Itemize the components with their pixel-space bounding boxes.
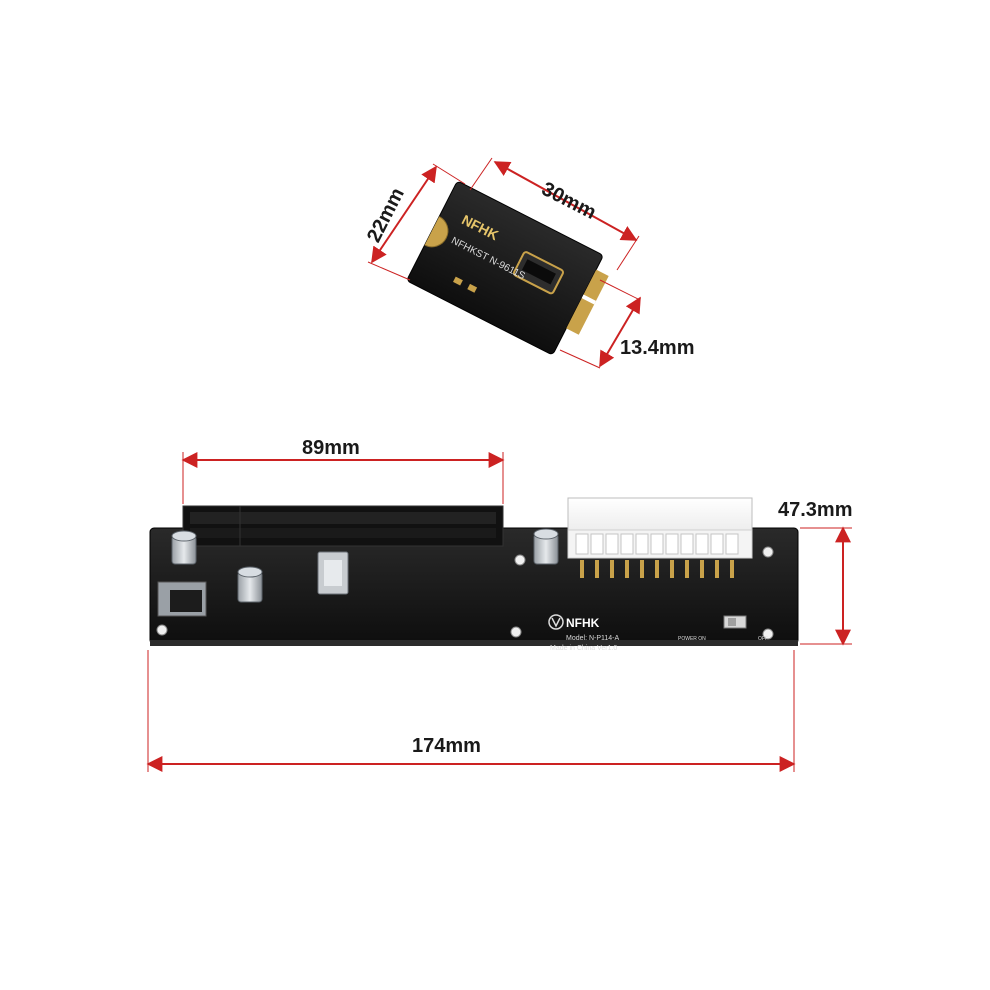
riser-board: NFHK Model: N-P114-A Made in China Ver1.… xyxy=(149,497,799,652)
dimension-label-174mm: 174mm xyxy=(412,735,481,757)
m2-gold-fingers xyxy=(566,269,609,335)
dimension-89mm xyxy=(181,452,505,504)
dimension-174mm xyxy=(146,650,796,772)
board-model-text: Model: N-P114-A xyxy=(566,635,620,642)
pcie-x16-slot xyxy=(182,505,504,547)
capacitor xyxy=(533,528,559,565)
nfhk-logo xyxy=(548,614,564,630)
dimension-13-4mm xyxy=(559,279,641,369)
usb-connector xyxy=(317,551,349,595)
dimension-22mm xyxy=(367,163,466,281)
dimension-label-47-3mm: 47.3mm xyxy=(778,499,853,521)
power-switch xyxy=(723,615,747,629)
dimension-47-3mm xyxy=(800,526,852,646)
switch-label-on: POWER ON xyxy=(678,636,706,642)
m2-port xyxy=(513,251,564,295)
voltage-regulator xyxy=(157,581,207,617)
switch-label-off: OFF xyxy=(758,636,768,642)
capacitor xyxy=(237,566,263,603)
atx-24pin-connector xyxy=(567,497,753,578)
capacitor xyxy=(171,530,197,565)
dimension-30mm xyxy=(469,157,640,271)
board-origin-text: Made in China Ver1.0 xyxy=(550,645,617,652)
board-brand-text: NFHK xyxy=(566,616,600,630)
dimension-label-13-4mm: 13.4mm xyxy=(620,337,695,359)
dimension-label-89mm: 89mm xyxy=(302,437,360,459)
